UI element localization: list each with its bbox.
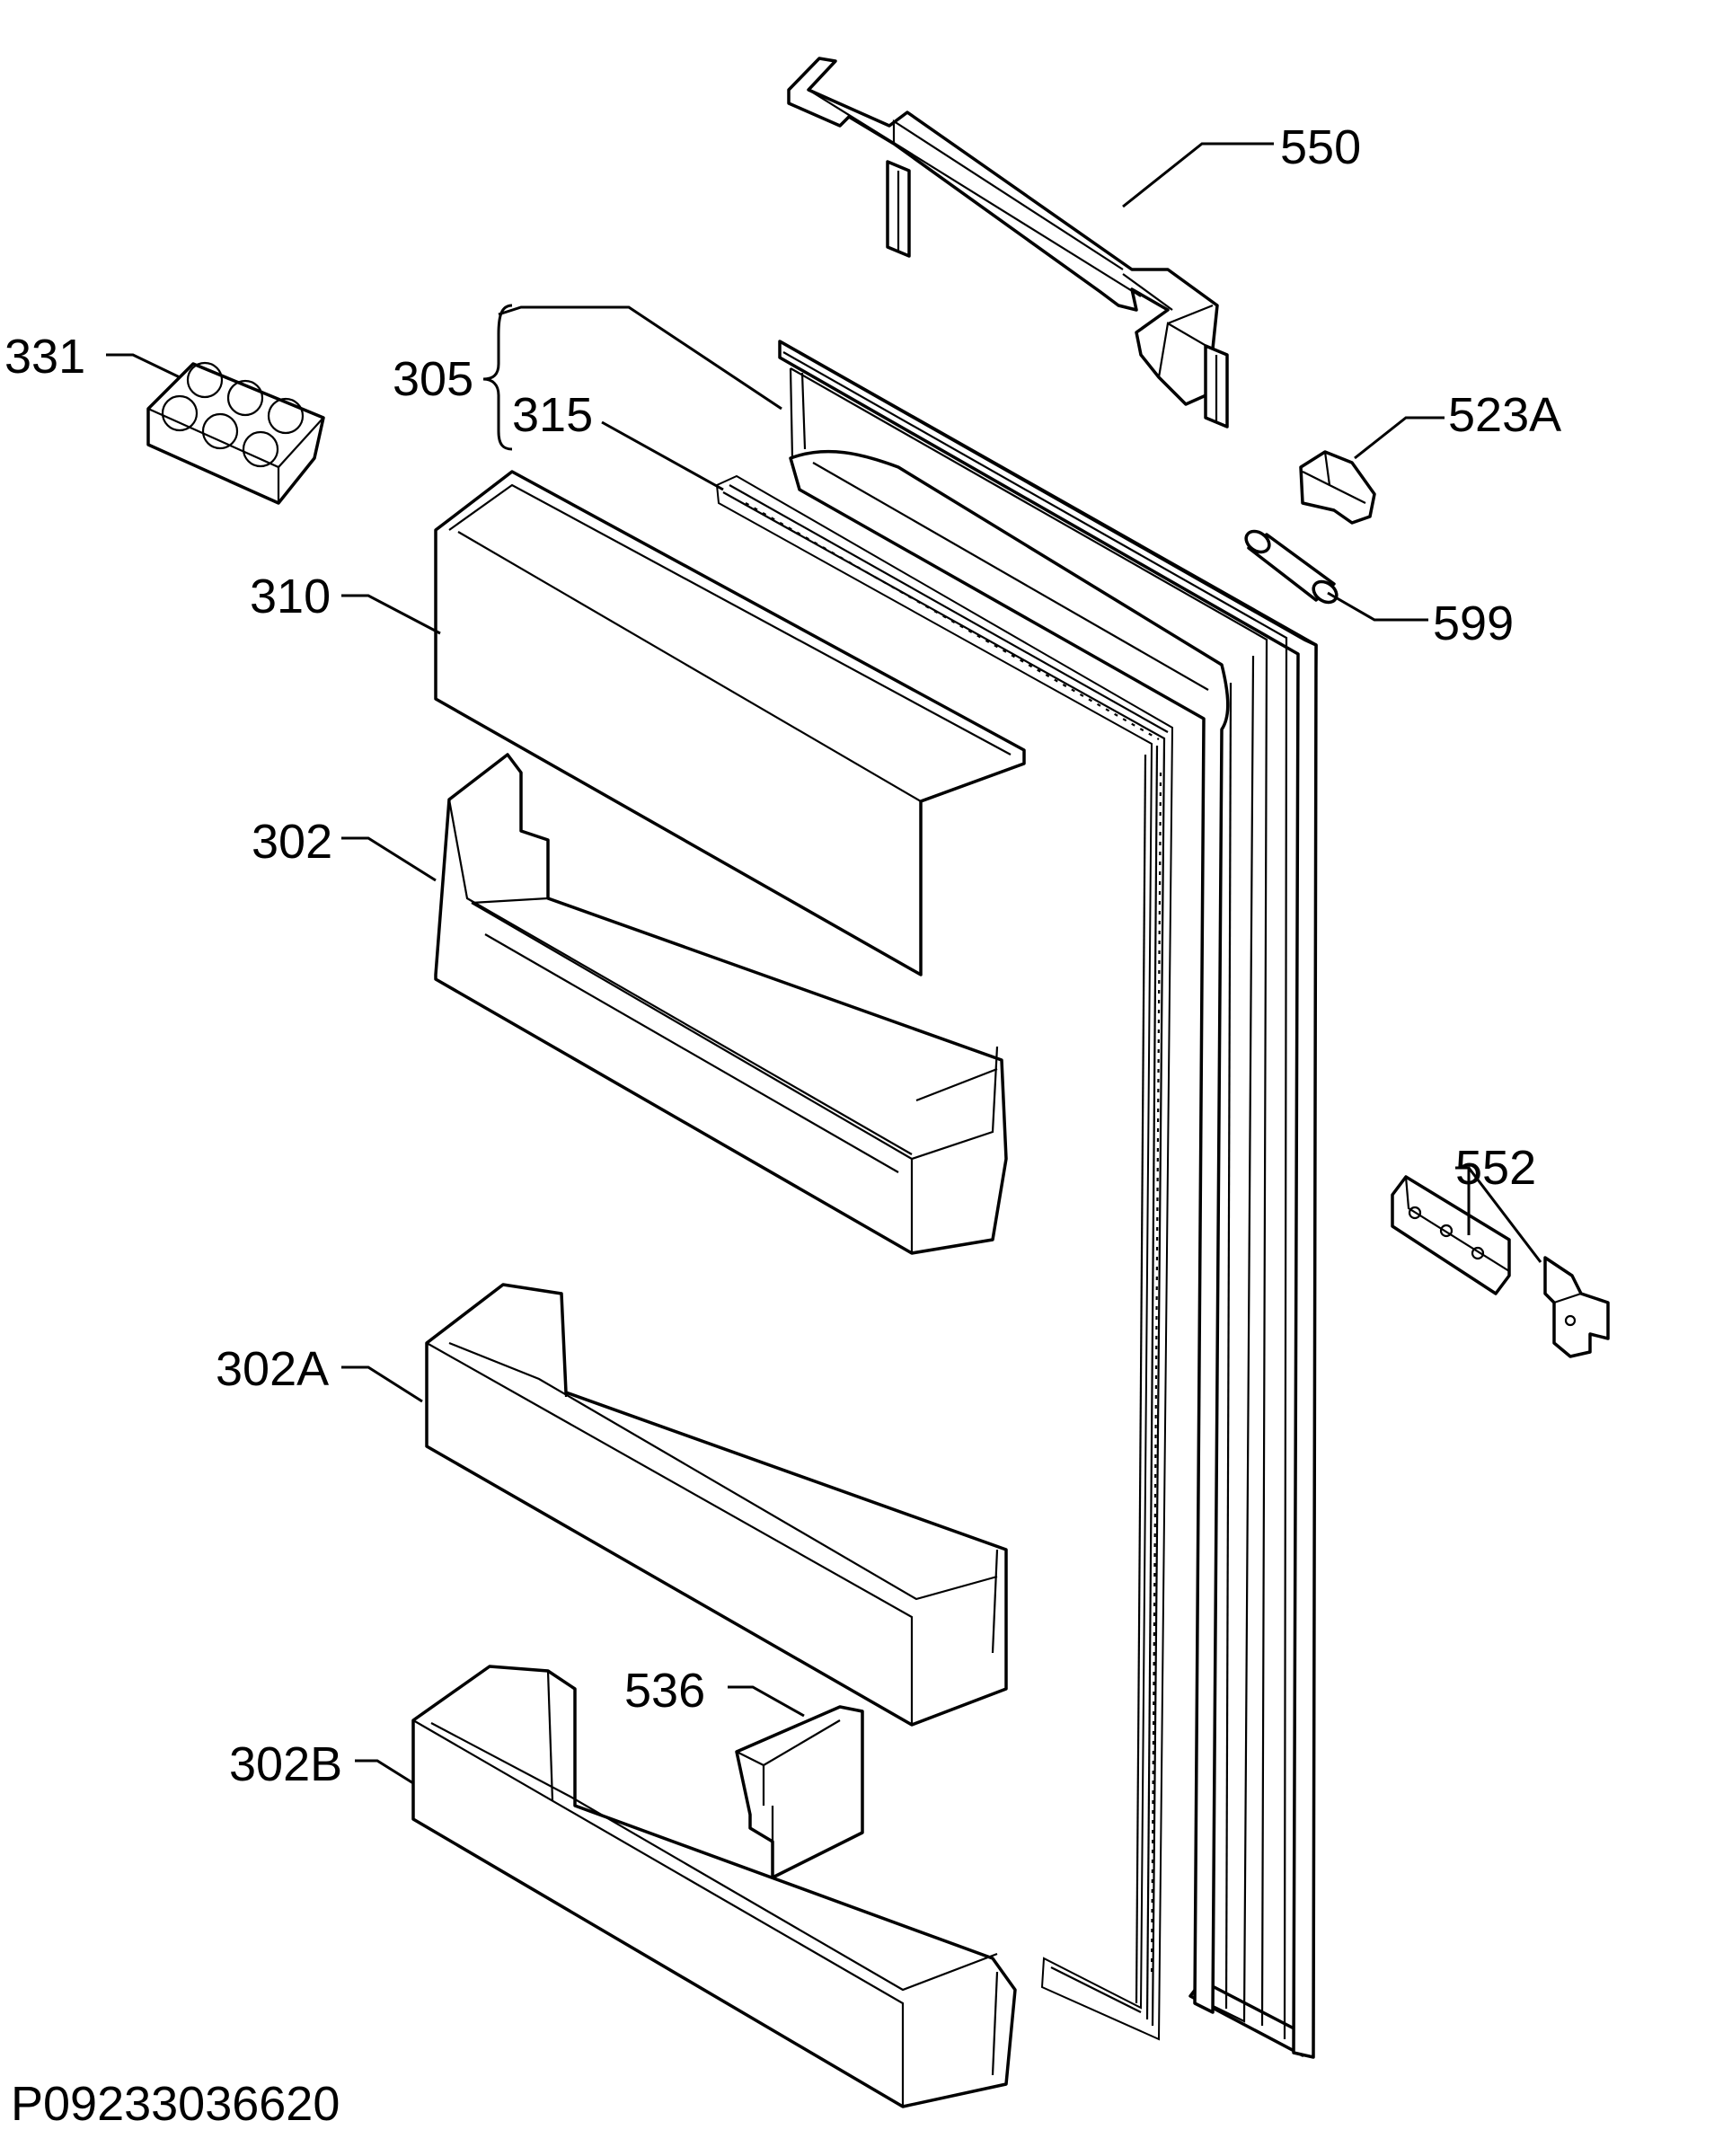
callout-331: 331	[4, 330, 85, 384]
callout-310: 310	[250, 570, 331, 623]
callout-552: 552	[1455, 1141, 1536, 1195]
door-gasket	[715, 474, 1174, 2041]
shelf-flap-part	[434, 470, 1026, 976]
door-shelf-b-part	[411, 1665, 1017, 2108]
door-shelf-part	[434, 753, 1008, 1255]
bracket-parts	[1391, 1175, 1610, 1358]
callout-302A: 302A	[216, 1342, 329, 1396]
callout-536: 536	[624, 1664, 705, 1718]
pin-part	[1244, 529, 1339, 605]
door-shelf-a-part	[425, 1283, 1008, 1727]
callout-550: 550	[1280, 120, 1361, 174]
callout-523A: 523A	[1448, 388, 1561, 442]
callout-302: 302	[252, 815, 332, 869]
diagram-code: P09233036620	[11, 2077, 340, 2131]
hinge-part	[1299, 450, 1376, 525]
callout-302B: 302B	[229, 1737, 342, 1791]
egg-tray-part	[146, 361, 325, 505]
callout-315: 315	[512, 388, 593, 442]
leader-lines	[106, 142, 1542, 1785]
callout-labels: 550 331 305 315 523A 599 310 302 552 302…	[4, 120, 1561, 1791]
callout-305: 305	[393, 352, 473, 406]
callout-599: 599	[1433, 596, 1514, 650]
divider-part	[735, 1705, 864, 1879]
top-cover-part	[787, 57, 1229, 429]
